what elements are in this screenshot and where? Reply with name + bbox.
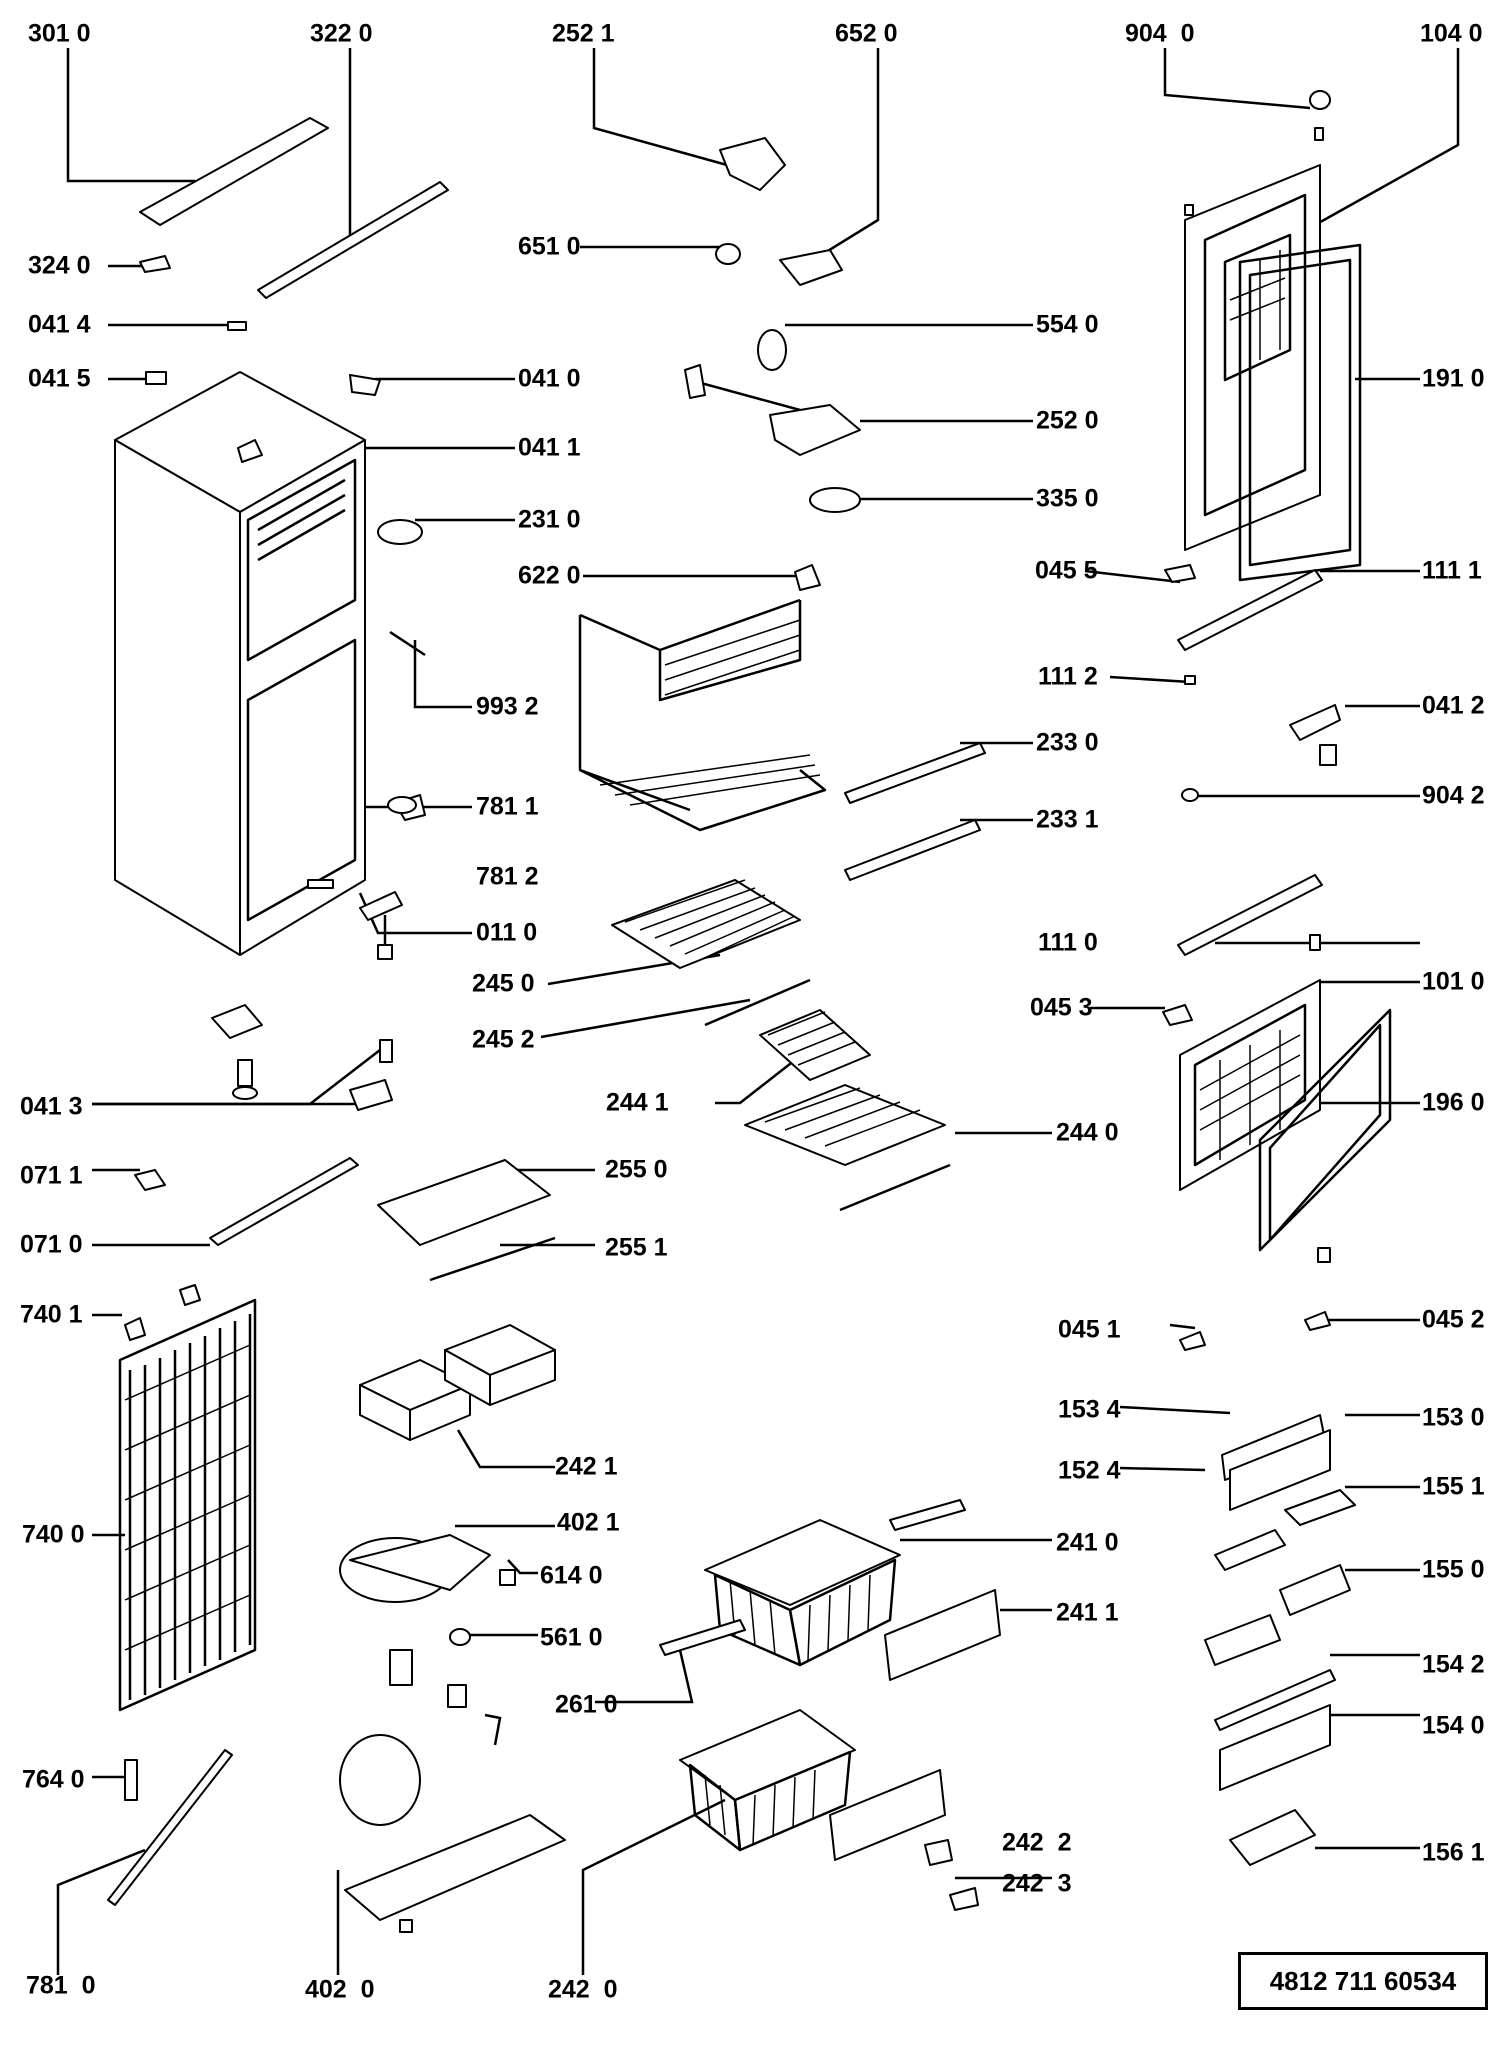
part-label-1542: 154 2: [1422, 1650, 1485, 1679]
part-label-3010: 301 0: [28, 19, 91, 48]
drain-tube: [107, 1749, 233, 1906]
part-label-2410: 241 0: [1056, 1528, 1119, 1557]
part-label-2550: 255 0: [605, 1155, 668, 1184]
part-label-1960: 196 0: [1422, 1088, 1485, 1117]
part-label-2450: 245 0: [472, 969, 535, 998]
part-label-7811: 781 1: [476, 792, 539, 821]
part-label-0410: 041 0: [518, 364, 581, 393]
part-label-2422: 242 2: [1002, 1828, 1072, 1857]
freezer-door: [1162, 979, 1392, 1263]
glass-shelf: [209, 1157, 556, 1282]
part-label-0412: 041 2: [1422, 691, 1485, 720]
part-label-3220: 322 0: [310, 19, 373, 48]
part-label-0415: 041 5: [28, 364, 91, 393]
part-label-2521: 252 1: [552, 19, 615, 48]
part-label-2551: 255 1: [605, 1233, 668, 1262]
part-label-6510: 651 0: [518, 232, 581, 261]
wire-shelves: [611, 879, 951, 1212]
part-label-5540: 554 0: [1036, 310, 1099, 339]
part-label-5610: 561 0: [540, 1623, 603, 1652]
freezer-baskets: [659, 1499, 1001, 1911]
part-label-0453: 045 3: [1030, 993, 1093, 1022]
part-label-2411: 241 1: [1056, 1598, 1119, 1627]
part-label-0451: 045 1: [1058, 1315, 1121, 1344]
part-label-1524: 152 4: [1058, 1456, 1121, 1485]
part-label-1561: 156 1: [1422, 1838, 1485, 1867]
part-label-7400: 740 0: [22, 1520, 85, 1549]
part-label-4020: 402 0: [305, 1975, 375, 2004]
evaporator-racks: [578, 598, 986, 881]
compressor-assembly: [339, 1734, 566, 1933]
part-label-7401: 740 1: [20, 1300, 83, 1329]
part-label-4021: 402 1: [557, 1508, 620, 1537]
fridge-door: [1164, 90, 1362, 685]
part-label-1040: 104 0: [1420, 19, 1483, 48]
document-number-box: 4812 711 60534: [1238, 1952, 1488, 2010]
part-label-2441: 244 1: [606, 1088, 669, 1117]
part-label-2421: 242 1: [555, 1452, 618, 1481]
part-label-2330: 233 0: [1036, 728, 1099, 757]
part-label-0711: 071 1: [20, 1161, 83, 1190]
part-label-2520: 252 0: [1036, 406, 1099, 435]
part-label-1550: 155 0: [1422, 1555, 1485, 1584]
misc-small-parts: [134, 1169, 166, 1191]
part-label-0414: 041 4: [28, 310, 91, 339]
part-label-1112: 111 2: [1038, 662, 1098, 691]
part-label-6140: 614 0: [540, 1561, 603, 1590]
part-label-9040: 904 0: [1125, 19, 1195, 48]
part-label-1534: 153 4: [1058, 1395, 1121, 1424]
part-label-0110: 011 0: [476, 918, 538, 947]
part-label-7812: 781 2: [476, 862, 539, 891]
part-label-0411: 041 1: [518, 433, 581, 462]
part-label-9932: 993 2: [476, 692, 539, 721]
fan-and-motor-parts: [339, 1534, 516, 1746]
condenser: [118, 1284, 257, 1712]
document-number: 4812 711 60534: [1269, 1965, 1457, 1996]
part-label-7640: 764 0: [22, 1765, 85, 1794]
part-label-1010: 101 0: [1422, 967, 1485, 996]
part-label-6520: 652 0: [835, 19, 898, 48]
part-label-9042: 904 2: [1422, 781, 1485, 810]
part-label-2452: 245 2: [472, 1025, 535, 1054]
part-label-6220: 622 0: [518, 561, 581, 590]
part-label-2423: 242 3: [1002, 1869, 1072, 1898]
part-label-0413: 041 3: [20, 1092, 83, 1121]
door-bins: [1179, 1311, 1356, 1866]
refrigerator-cabinet: [114, 371, 423, 956]
part-label-3240: 324 0: [28, 251, 91, 280]
part-label-1110: 111 0: [1038, 928, 1098, 957]
control-parts: [389, 137, 861, 657]
hinge-parts-right: [1177, 704, 1341, 956]
part-label-7810: 781 0: [26, 1971, 96, 2000]
part-label-2310: 231 0: [518, 505, 581, 534]
part-label-1111: 111 1: [1422, 556, 1482, 585]
part-label-2420: 242 0: [548, 1975, 618, 2004]
leader-lines: [56, 48, 1460, 1975]
part-label-1530: 153 0: [1422, 1403, 1485, 1432]
top-trim-parts: [139, 117, 449, 385]
part-label-1540: 154 0: [1422, 1711, 1485, 1740]
crisper-trays: [359, 1324, 556, 1441]
hinge-parts: [211, 794, 426, 1111]
part-label-2440: 244 0: [1056, 1118, 1119, 1147]
part-label-3350: 335 0: [1036, 484, 1099, 513]
part-label-1551: 155 1: [1422, 1472, 1485, 1501]
part-label-0710: 071 0: [20, 1230, 83, 1259]
part-label-0455: 045 5: [1035, 556, 1098, 585]
part-label-2610: 261 0: [555, 1690, 618, 1719]
part-label-1910: 191 0: [1422, 364, 1485, 393]
part-label-0452: 045 2: [1422, 1305, 1485, 1334]
part-label-2331: 233 1: [1036, 805, 1099, 834]
